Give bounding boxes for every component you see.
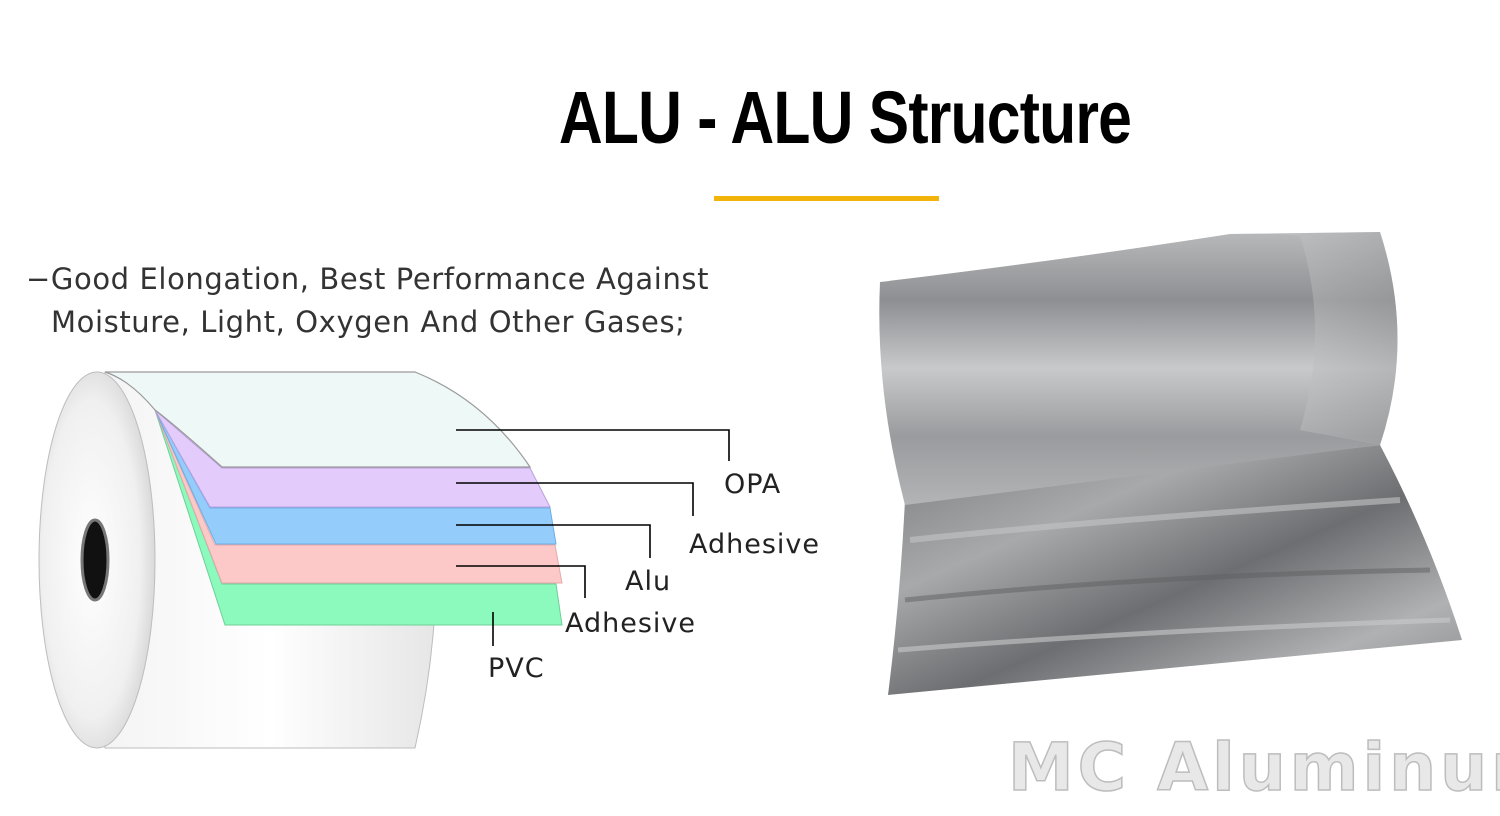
label-pvc: PVC <box>488 653 545 684</box>
label-alu: Alu <box>625 566 671 597</box>
foil-roll-photo <box>879 229 1462 695</box>
roll-core-hole <box>82 520 108 600</box>
label-adhesive-2: Adhesive <box>565 608 696 639</box>
label-adhesive-1: Adhesive <box>689 529 820 560</box>
watermark-logo: MC Aluminum <box>1008 729 1500 806</box>
label-opa: OPA <box>724 469 781 500</box>
